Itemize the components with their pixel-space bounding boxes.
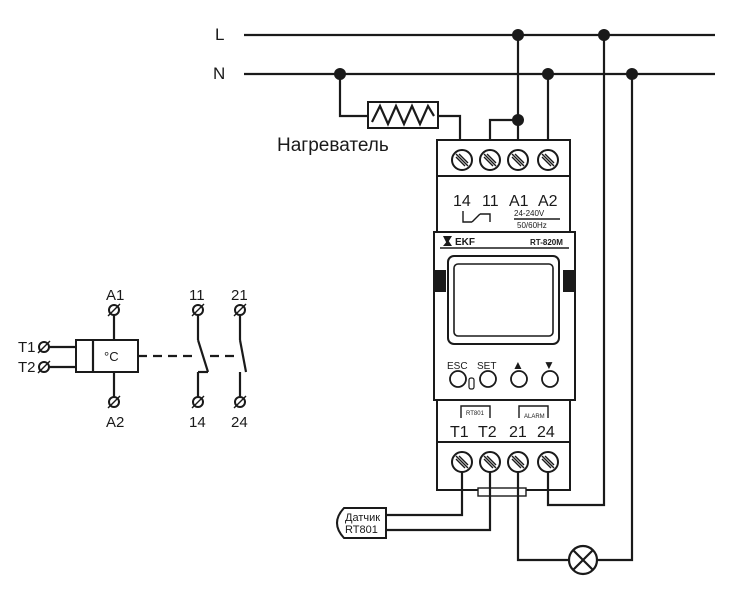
bottom-screw-terminals bbox=[451, 451, 559, 497]
t1-wire bbox=[386, 472, 464, 517]
up-arrow-icon: ▲ bbox=[512, 358, 524, 372]
terminal-label-a1: A1 bbox=[509, 193, 529, 210]
voltage-rating: 24-240V bbox=[514, 209, 545, 218]
terminal-label-21: 21 bbox=[509, 424, 527, 441]
sensor-label-line1: Датчик bbox=[345, 512, 380, 524]
model-label: RT-820M bbox=[530, 238, 563, 247]
schematic-label-a2: A2 bbox=[106, 414, 124, 431]
terminal-label-t2: T2 bbox=[478, 424, 497, 441]
esc-button-label: ESC bbox=[447, 361, 468, 372]
frequency-rating: 50/60Hz bbox=[517, 221, 547, 230]
alarm-tag: ALARM bbox=[524, 414, 545, 420]
top-screw-terminals bbox=[451, 149, 559, 171]
schematic-symbol: A1 11 21 °C T1 T2 bbox=[18, 287, 248, 431]
set-button-label: SET bbox=[477, 361, 496, 372]
ekf-logo-icon bbox=[443, 236, 452, 246]
t2-wire bbox=[386, 472, 492, 532]
sensor-label-line2: RT801 bbox=[345, 524, 378, 536]
schematic-label-14: 14 bbox=[189, 414, 206, 431]
heater-zigzag-icon bbox=[371, 103, 435, 127]
schematic-label-a1: A1 bbox=[106, 287, 124, 304]
sensor-probe-icon bbox=[336, 507, 387, 539]
sensor-tag: RT801 bbox=[466, 411, 485, 417]
neutral-line-label: N bbox=[213, 64, 225, 83]
schematic-unit-symbol: °C bbox=[104, 349, 119, 364]
relay-contact-icon bbox=[462, 211, 472, 223]
lamp-icon bbox=[567, 544, 599, 576]
terminal-21-wire bbox=[516, 472, 568, 562]
lamp-return-wire bbox=[598, 74, 634, 562]
set-button[interactable] bbox=[479, 370, 497, 388]
schematic-label-t1: T1 bbox=[18, 339, 36, 356]
down-arrow-icon: ▼ bbox=[543, 358, 555, 372]
schematic-label-21: 21 bbox=[231, 287, 248, 304]
status-led-icon bbox=[468, 377, 475, 390]
terminal-24-wire bbox=[546, 35, 606, 507]
schematic-label-11: 11 bbox=[189, 287, 205, 304]
alarm-bracket-icon bbox=[518, 405, 549, 418]
live-line-label: L bbox=[215, 25, 224, 44]
heater-wire-left bbox=[338, 74, 368, 118]
lcd-display bbox=[453, 263, 554, 337]
down-button[interactable] bbox=[541, 370, 559, 388]
terminal-label-24: 24 bbox=[537, 424, 555, 441]
schematic-label-t2: T2 bbox=[18, 359, 36, 376]
sensor-bracket-icon bbox=[460, 405, 491, 418]
schematic-label-24: 24 bbox=[231, 414, 248, 431]
terminal-label-14: 14 bbox=[453, 193, 471, 210]
terminal-label-t1: T1 bbox=[450, 424, 469, 441]
terminal-label-a2: A2 bbox=[538, 193, 558, 210]
up-button[interactable] bbox=[510, 370, 528, 388]
esc-button[interactable] bbox=[449, 370, 467, 388]
terminal-label-11: 11 bbox=[482, 193, 499, 210]
heater-label: Нагреватель bbox=[277, 135, 389, 156]
brand-label: EKF bbox=[455, 237, 475, 248]
